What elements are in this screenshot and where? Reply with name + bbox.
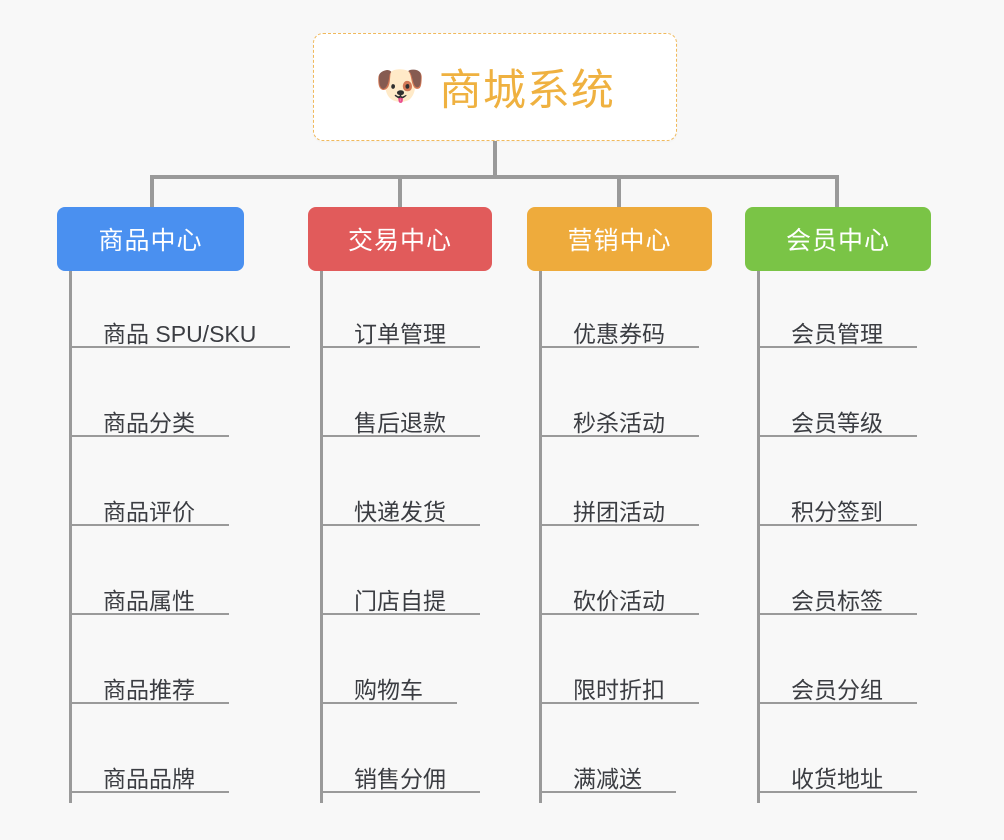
leaf-item[interactable]: 会员等级 <box>757 405 917 437</box>
leaf-item-label: 购物车 <box>354 677 423 703</box>
leaf-item-label: 会员管理 <box>791 321 883 347</box>
connector-branch-1 <box>150 175 154 210</box>
leaf-item[interactable]: 秒杀活动 <box>539 405 699 437</box>
leaf-item[interactable]: 快递发货 <box>320 494 480 526</box>
leaf-item[interactable]: 会员标签 <box>757 583 917 615</box>
branch-header-member-center[interactable]: 会员中心 <box>745 207 931 271</box>
leaf-item-label: 商品 SPU/SKU <box>103 321 257 347</box>
column-spine <box>69 271 72 803</box>
leaf-item[interactable]: 商品推荐 <box>69 672 229 704</box>
connector-branch-3 <box>617 175 621 210</box>
leaf-item[interactable]: 优惠券码 <box>539 316 699 348</box>
root-node[interactable]: 🐶 商城系统 <box>313 33 677 141</box>
connector-branch-2 <box>398 175 402 210</box>
leaf-item-label: 订单管理 <box>354 321 446 347</box>
leaf-item[interactable]: 积分签到 <box>757 494 917 526</box>
leaf-item-label: 商品推荐 <box>103 677 195 703</box>
leaf-item[interactable]: 门店自提 <box>320 583 480 615</box>
leaf-item-label: 限时折扣 <box>573 677 665 703</box>
leaf-item[interactable]: 售后退款 <box>320 405 480 437</box>
leaf-item-label: 秒杀活动 <box>573 410 665 436</box>
leaf-item-label: 优惠券码 <box>573 321 665 347</box>
column-spine <box>320 271 323 803</box>
column-spine <box>757 271 760 803</box>
branch-header-label: 交易中心 <box>347 227 452 255</box>
leaf-item[interactable]: 销售分佣 <box>320 761 480 793</box>
column-spine <box>539 271 542 803</box>
leaf-item-label: 会员分组 <box>791 677 883 703</box>
leaf-item[interactable]: 购物车 <box>320 672 457 704</box>
leaf-item-label: 砍价活动 <box>573 588 665 614</box>
leaf-item[interactable]: 商品品牌 <box>69 761 229 793</box>
leaf-item[interactable]: 商品属性 <box>69 583 229 615</box>
leaf-item[interactable]: 商品 SPU/SKU <box>69 316 291 348</box>
leaf-item[interactable]: 收货地址 <box>757 761 917 793</box>
leaf-item[interactable]: 限时折扣 <box>539 672 699 704</box>
leaf-item[interactable]: 满减送 <box>539 761 676 793</box>
branch-header-product-center[interactable]: 商品中心 <box>57 207 244 271</box>
leaf-item-label: 会员标签 <box>791 588 883 614</box>
branch-header-marketing-center[interactable]: 营销中心 <box>527 207 712 271</box>
connector-trunk-bar <box>150 175 839 179</box>
leaf-item-label: 拼团活动 <box>573 499 665 525</box>
connector-root-stem <box>493 141 497 178</box>
leaf-item[interactable]: 砍价活动 <box>539 583 699 615</box>
leaf-item[interactable]: 商品分类 <box>69 405 229 437</box>
leaf-item-label: 售后退款 <box>354 410 446 436</box>
branch-header-label: 商品中心 <box>98 227 203 255</box>
leaf-item[interactable]: 商品评价 <box>69 494 229 526</box>
leaf-item-label: 会员等级 <box>791 410 883 436</box>
leaf-item-label: 销售分佣 <box>354 766 446 792</box>
root-title: 商城系统 <box>438 67 615 115</box>
leaf-item[interactable]: 会员管理 <box>757 316 917 348</box>
branch-header-trade-center[interactable]: 交易中心 <box>308 207 492 271</box>
leaf-item[interactable]: 订单管理 <box>320 316 480 348</box>
leaf-item-label: 快递发货 <box>354 499 446 525</box>
leaf-item-label: 商品属性 <box>103 588 195 614</box>
branch-header-label: 营销中心 <box>567 227 672 255</box>
leaf-item-label: 门店自提 <box>354 588 446 614</box>
leaf-item[interactable]: 拼团活动 <box>539 494 699 526</box>
leaf-item-label: 收货地址 <box>791 766 883 792</box>
branch-header-label: 会员中心 <box>785 227 890 255</box>
leaf-item-label: 商品品牌 <box>103 766 195 792</box>
dog-face-icon: 🐶 <box>375 64 425 108</box>
connector-branch-4 <box>835 175 839 210</box>
leaf-item-label: 商品评价 <box>103 499 195 525</box>
leaf-item-label: 积分签到 <box>791 499 883 525</box>
leaf-item-label: 商品分类 <box>103 410 195 436</box>
leaf-item-label: 满减送 <box>573 766 642 792</box>
leaf-item[interactable]: 会员分组 <box>757 672 917 704</box>
